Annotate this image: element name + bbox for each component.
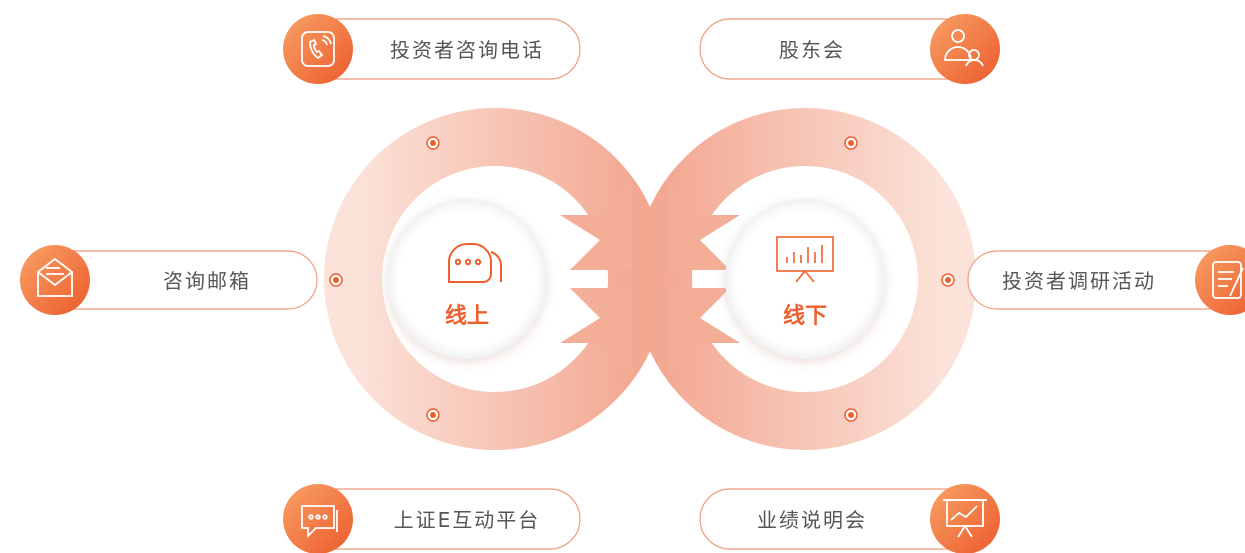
channel-shareholder: 股东会 (699, 14, 1000, 84)
online-chat-icon (448, 243, 502, 283)
online-label: 线上 (445, 303, 489, 329)
channel-email: 咨询邮箱 (20, 245, 318, 315)
channel-research: 投资者调研活动 (967, 245, 1245, 315)
presentation-chart-icon (943, 499, 987, 538)
notepad-icon (1212, 261, 1244, 299)
channel-phone: 投资者咨询电话 (283, 14, 581, 84)
loop-markers (329, 136, 955, 422)
center-arrows (560, 183, 740, 375)
channel-label: 投资者咨询电话 (390, 38, 544, 62)
marker-dot (941, 273, 955, 287)
channel-label: 业绩说明会 (757, 508, 867, 532)
offline-node: 线下 (725, 199, 885, 359)
channel-einteract: 上证E互动平台 (283, 484, 581, 553)
chat-bubble-icon (301, 505, 338, 539)
offline-presentation-icon (776, 236, 834, 283)
envelope-icon (37, 257, 73, 297)
marker-dot (329, 273, 343, 287)
marker-dot (844, 136, 858, 150)
phone-icon (301, 31, 335, 67)
online-node: 线上 (387, 199, 547, 359)
channel-label: 投资者调研活动 (1002, 269, 1156, 293)
offline-label: 线下 (783, 303, 827, 329)
channel-label: 股东会 (779, 38, 845, 62)
people-icon (944, 29, 984, 67)
channel-label: 咨询邮箱 (163, 269, 251, 293)
marker-dot (844, 408, 858, 422)
channel-briefing: 业绩说明会 (699, 484, 1000, 553)
marker-dot (426, 408, 440, 422)
channel-label: 上证E互动平台 (394, 508, 541, 532)
marker-dot (426, 136, 440, 150)
